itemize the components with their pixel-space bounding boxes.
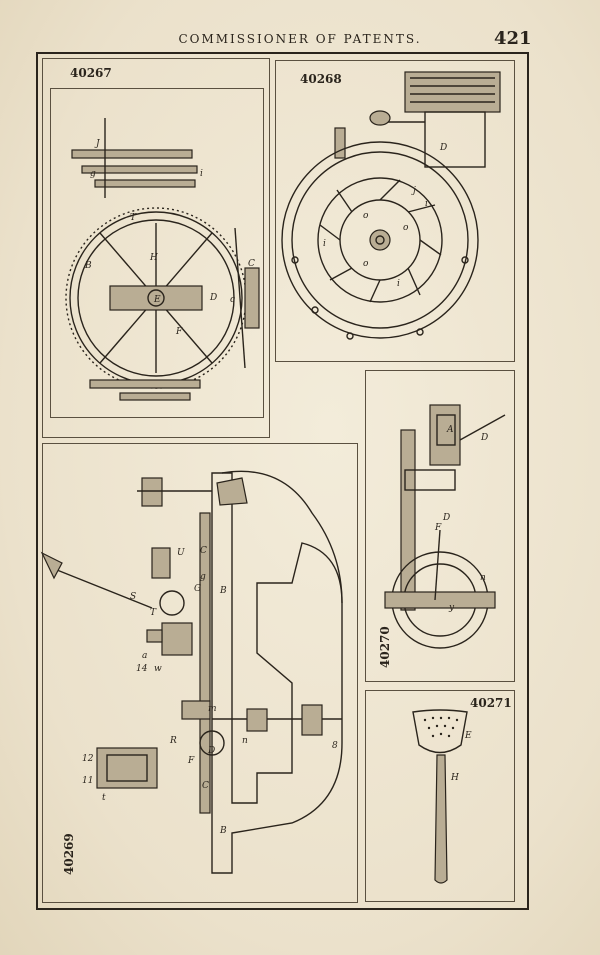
figure-40267-panel	[42, 58, 270, 438]
label-B: B	[84, 261, 92, 271]
page-number: 421	[494, 28, 532, 49]
label-A: A	[446, 425, 454, 435]
label-8: 8	[332, 741, 338, 751]
label-t: t	[102, 793, 106, 803]
figure-40270-panel	[365, 370, 515, 682]
label-D: D	[207, 746, 215, 756]
label-G: G	[194, 584, 201, 594]
label-H: H	[149, 253, 158, 263]
figure-40267-drawing: J g i T H B E D c C F	[65, 118, 260, 401]
label-g: g	[200, 572, 206, 582]
label-B: B	[219, 586, 227, 596]
running-header-title: COMMISSIONER OF PATENTS.	[178, 32, 422, 46]
figure-40271-drawing: E H	[412, 709, 472, 884]
figure-40268-drawing: D j i o o i o i	[281, 71, 501, 340]
figure-40269-drawing: U T S B C G g a 14 w m R F D B C n 8 12 …	[40, 470, 343, 874]
label-i: i	[323, 239, 326, 249]
figure-40268-panel	[275, 60, 515, 362]
figure-40268-number: 40268	[300, 72, 342, 86]
label-a: a	[142, 651, 147, 661]
label-H: H	[450, 773, 459, 783]
label-w: w	[154, 664, 162, 674]
figure-40267-inner	[50, 88, 264, 418]
figure-40267-number: 40267	[70, 66, 112, 80]
label-B: B	[219, 826, 227, 836]
label-D: D	[209, 293, 217, 303]
figure-40271-number: 40271	[470, 696, 512, 710]
figure-40270-drawing: A D F D y n	[384, 404, 506, 649]
label-F: F	[434, 523, 442, 533]
label-E: E	[464, 731, 472, 741]
label-J: J	[94, 139, 101, 149]
label-T: T	[150, 608, 157, 618]
label-y: y	[448, 603, 455, 613]
label-i: i	[425, 199, 428, 209]
label-T: T	[130, 213, 137, 223]
label-R: R	[169, 736, 177, 746]
label-o: o	[363, 211, 369, 221]
plate-frame	[36, 52, 529, 910]
label-14: 14	[136, 664, 148, 674]
label-g: g	[90, 169, 96, 179]
label-j: j	[411, 186, 416, 196]
figure-40271-panel	[365, 690, 515, 902]
label-c: c	[230, 295, 235, 305]
label-11: 11	[82, 776, 93, 786]
label-C: C	[248, 259, 255, 269]
label-F: F	[187, 756, 195, 766]
label-C: C	[202, 781, 209, 791]
label-D: D	[442, 513, 450, 523]
figure-40269-panel	[42, 443, 358, 903]
label-S: S	[130, 592, 136, 602]
label-U: U	[177, 548, 185, 558]
label-m: m	[208, 704, 217, 714]
label-i: i	[397, 279, 400, 289]
label-E: E	[153, 295, 161, 305]
label-n: n	[242, 736, 248, 746]
label-o: o	[403, 223, 409, 233]
label-i: i	[200, 169, 203, 179]
label-n: n	[480, 573, 486, 583]
label-o: o	[363, 259, 369, 269]
label-12: 12	[82, 754, 94, 764]
label-F: F	[175, 327, 183, 337]
label-D: D	[439, 143, 447, 153]
label-C: C	[200, 546, 207, 556]
label-D: D	[480, 433, 488, 443]
